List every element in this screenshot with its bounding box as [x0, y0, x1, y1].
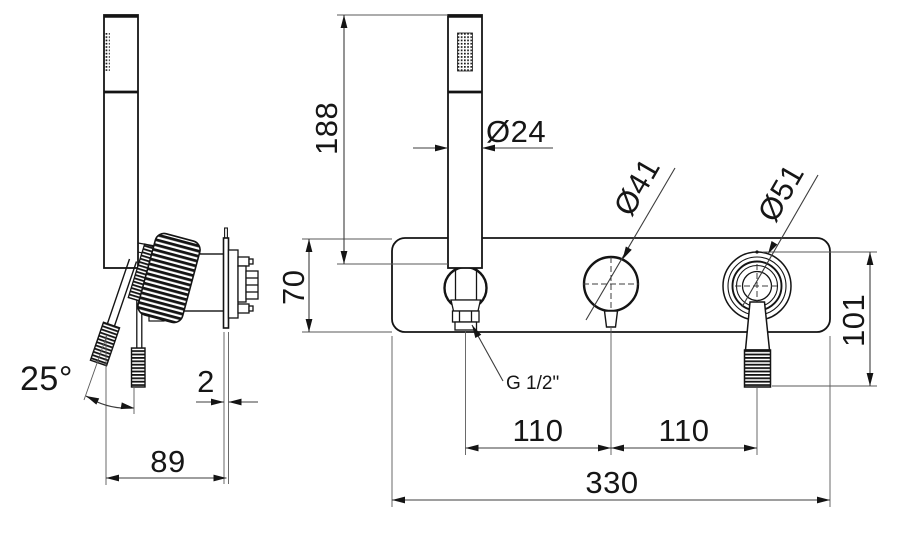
dim-label-lever-drop: 101 — [836, 294, 871, 347]
knob-centerlines — [583, 257, 639, 311]
front-lever-grip — [743, 349, 772, 388]
side-hose-nut-vertical — [130, 347, 146, 388]
dim-label-pitch-right: 110 — [659, 413, 710, 448]
side-knurled-knob — [137, 232, 201, 324]
dim-label-handset-length: 188 — [309, 102, 344, 155]
front-spray-face — [457, 32, 473, 72]
side-view — [89, 14, 259, 388]
dim-label-body-height: 70 — [276, 270, 311, 305]
dim-label-pitch-left: 110 — [513, 413, 564, 448]
dim-label-handset-diameter: Ø24 — [486, 114, 546, 149]
side-spray-face — [105, 33, 110, 71]
dim-label-plate-thickness: 2 — [197, 364, 215, 399]
front-holder-stem — [450, 268, 482, 331]
front-lever-arm — [744, 301, 771, 351]
dim-label-overall-width: 330 — [585, 465, 638, 500]
dim-label-angle: 25° — [20, 360, 73, 398]
dim-label-thread: G 1/2" — [506, 373, 559, 394]
front-lever-rosette — [722, 251, 792, 321]
extension-lines — [83, 14, 877, 507]
dim-label-knob-diameter: Ø41 — [607, 152, 667, 222]
side-hose-nut-tilted — [89, 321, 121, 367]
dim-label-rosette-diameter: Ø51 — [751, 158, 811, 228]
dim-label-depth: 89 — [150, 444, 185, 479]
front-view — [391, 14, 831, 388]
side-inwall-body — [227, 249, 259, 319]
side-wall-plate — [222, 237, 230, 329]
front-knob-tab — [603, 310, 619, 328]
